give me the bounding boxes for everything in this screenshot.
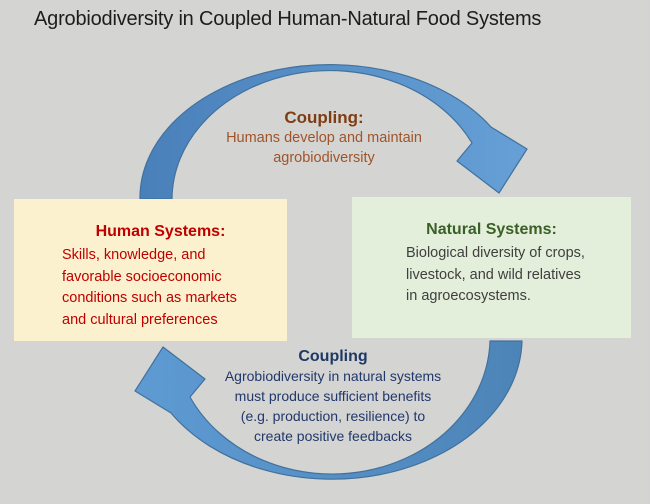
natural-systems-body: Biological diversity of crops, livestock… [406, 243, 585, 308]
natural-systems-heading: Natural Systems: [426, 221, 557, 238]
coupling-bottom-line: Agrobiodiversity in natural systems [224, 368, 442, 384]
human-systems-body: Skills, knowledge, and favorable socioec… [62, 245, 237, 331]
human-systems-box: Human Systems: Skills, knowledge, and fa… [14, 199, 287, 341]
coupling-bottom-heading: Coupling [298, 348, 368, 365]
natural-systems-line: in agroecosystems. [406, 288, 531, 304]
natural-systems-line: livestock, and wild relatives [406, 266, 581, 283]
coupling-top-line: agrobiodiversity [273, 150, 375, 166]
diagram-title: Agrobiodiversity in Coupled Human-Natura… [34, 8, 542, 30]
human-systems-heading: Human Systems: [95, 223, 226, 240]
human-systems-line: favorable socioeconomic [62, 268, 222, 285]
coupling-arrow-bottom [134, 340, 523, 480]
natural-systems-box: Natural Systems: Biological diversity of… [352, 197, 631, 338]
human-systems-line: Skills, knowledge, and [62, 247, 206, 263]
coupling-top-label: Coupling: Humans develop and maintain ag… [124, 108, 524, 168]
human-systems-line: and cultural preferences [62, 311, 218, 328]
coupling-bottom-line: create positive feedbacks [254, 428, 412, 444]
coupling-arrow-top [139, 64, 528, 200]
coupling-bottom-label: Coupling Agrobiodiversity in natural sys… [133, 348, 533, 446]
coupling-bottom-line: (e.g. production, resilience) to [240, 408, 426, 424]
human-systems-line: conditions such as markets [62, 290, 237, 306]
coupling-bottom-line: must produce sufficient benefits [234, 388, 432, 404]
coupling-top-heading: Coupling: [284, 108, 364, 127]
coupling-top-line: Humans develop and maintain [226, 130, 422, 146]
natural-systems-line: Biological diversity of crops, [406, 245, 585, 261]
